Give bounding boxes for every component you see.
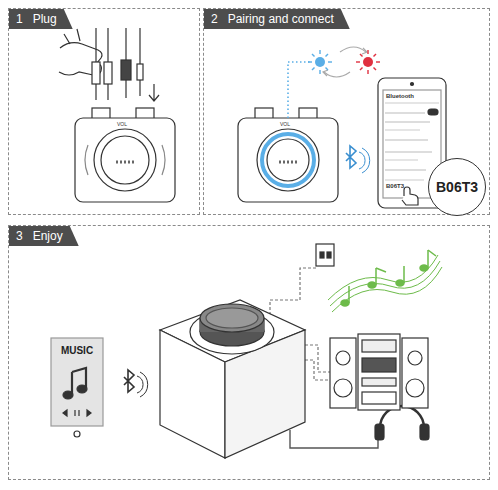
node-text: B06T3 xyxy=(436,179,478,195)
node-text: MUSIC xyxy=(61,345,93,443)
step-number: 2 xyxy=(211,12,218,26)
plug-illustration xyxy=(59,28,175,202)
knob-label: VOL xyxy=(117,121,127,127)
pairing-illustration xyxy=(238,47,446,208)
music-notes xyxy=(328,250,442,312)
screen-title: Bluetooth xyxy=(386,93,414,99)
step-tab: 2 Pairing and connect xyxy=(204,9,350,29)
phone-screen: MUSIC xyxy=(45,325,109,443)
step-panel: 3 EnjoyMUSIC xyxy=(8,225,490,480)
enjoy-illustration xyxy=(51,244,429,458)
step-title: Pairing and connect xyxy=(228,12,334,26)
step-number: 1 xyxy=(16,12,23,26)
device-list-item: B06T3 xyxy=(386,183,404,189)
step-panel: 2 Pairing and connectB06T3 xyxy=(203,8,490,215)
step-number: 3 xyxy=(16,229,23,243)
step-title: Enjoy xyxy=(33,229,63,243)
step-tab: 3 Enjoy xyxy=(9,226,79,246)
device-name-callout: B06T3 xyxy=(428,158,486,216)
status-lights xyxy=(308,50,380,74)
knob-label: VOL xyxy=(280,121,290,127)
step-tab: 1 Plug xyxy=(9,9,73,29)
step-title: Plug xyxy=(33,12,57,26)
step-panel: 1 Plug xyxy=(8,8,200,215)
